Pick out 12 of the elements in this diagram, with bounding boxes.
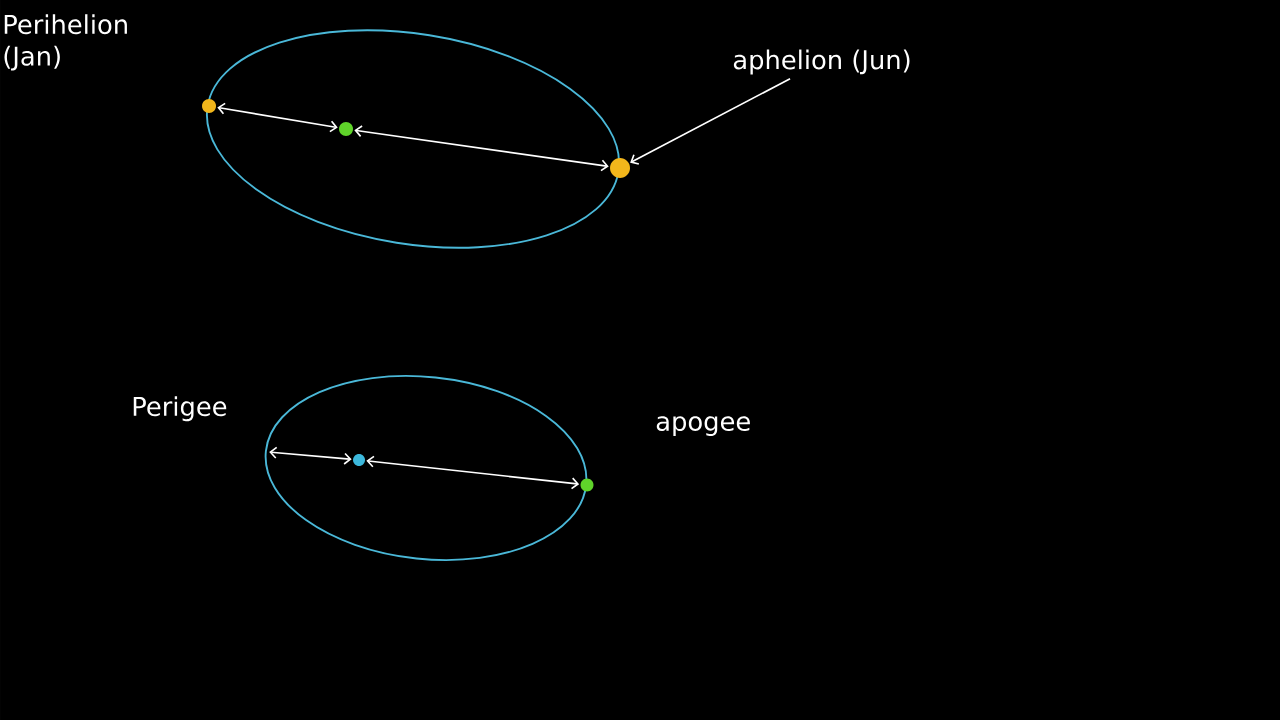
node-text: aphelion (Jun) <box>733 49 910 75</box>
arrow <box>630 77 791 165</box>
dot <box>339 122 353 136</box>
text-label: Perihelion (Jan) <box>4 14 127 71</box>
arrow <box>366 455 580 490</box>
text-label: apogee <box>656 416 750 437</box>
text-label: Perigee <box>133 396 227 422</box>
dot <box>610 158 630 178</box>
arrow <box>269 446 352 465</box>
arrow <box>354 125 609 172</box>
dot <box>202 99 216 113</box>
arrow <box>217 102 338 133</box>
